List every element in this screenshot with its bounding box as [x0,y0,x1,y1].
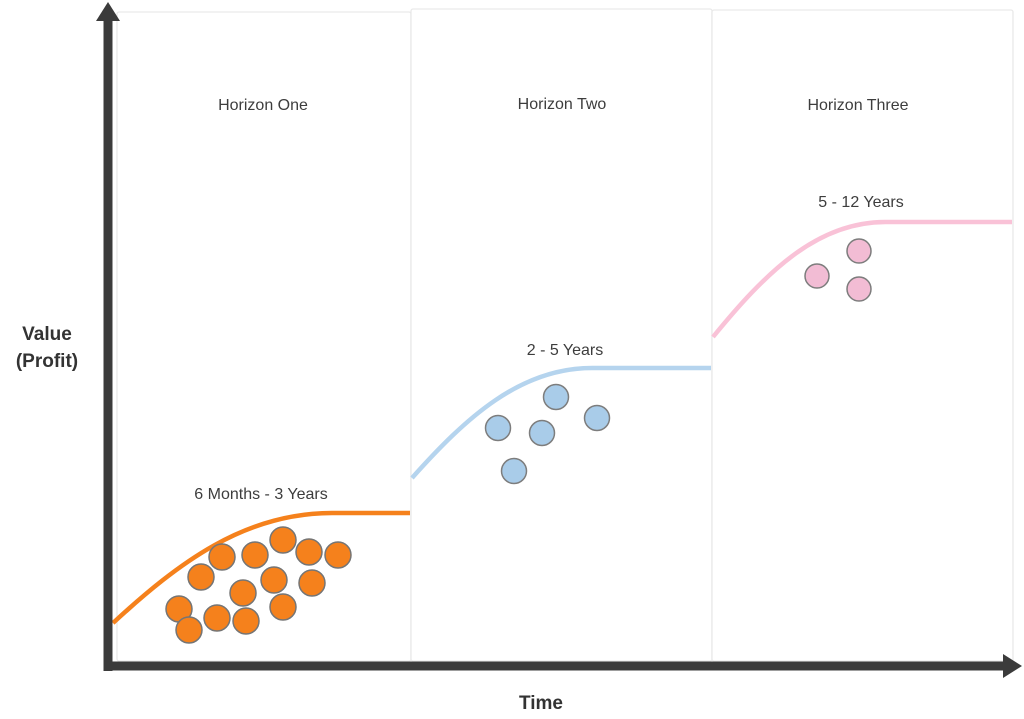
dot [229,579,257,607]
y-axis-arrowhead-icon [96,2,120,21]
dot [324,541,352,569]
dot [846,238,872,264]
horizon-panels [116,8,1014,662]
dot [208,543,236,571]
horizon-three-title: Horizon Three [807,97,909,114]
dot-cluster-1 [165,526,352,644]
dot [203,604,231,632]
dot [846,276,872,302]
y-axis-line [103,18,113,671]
growth-curve-2 [410,365,711,480]
dot [528,419,556,447]
dot [232,607,260,635]
dot [187,563,215,591]
dot [269,593,297,621]
dot [260,566,288,594]
dot [500,457,528,485]
dot-cluster-3 [804,238,872,302]
dot [298,569,326,597]
x-axis [103,654,1022,678]
dot [295,538,323,566]
growth-curve-1 [111,510,410,625]
dot [804,263,830,289]
dot [269,526,297,554]
y-axis-label: Value (Profit) [0,321,94,375]
dot [542,383,570,411]
y-axis [96,2,120,671]
growth-curves [111,219,1012,625]
x-axis-label: Time [518,693,564,714]
dot-clusters [165,238,872,644]
dot [241,541,269,569]
y-axis-label-line2: (Profit) [15,351,79,372]
horizon-two-timeframe-label: 2 - 5 Years [526,342,604,359]
dot [484,414,512,442]
dot [583,404,611,432]
dot-cluster-2 [484,383,611,485]
growth-curve-3 [711,219,1012,339]
dot [175,616,203,644]
x-axis-line [103,661,1005,671]
horizon-three-timeframe-label: 5 - 12 Years [818,194,904,211]
y-axis-label-line1: Value [22,324,72,345]
horizon-one-title: Horizon One [218,97,308,114]
horizon-two-title: Horizon Two [517,96,607,113]
horizon-one-timeframe-label: 6 Months - 3 Years [194,486,328,503]
axes [96,2,1022,678]
x-axis-arrowhead-icon [1003,654,1022,678]
